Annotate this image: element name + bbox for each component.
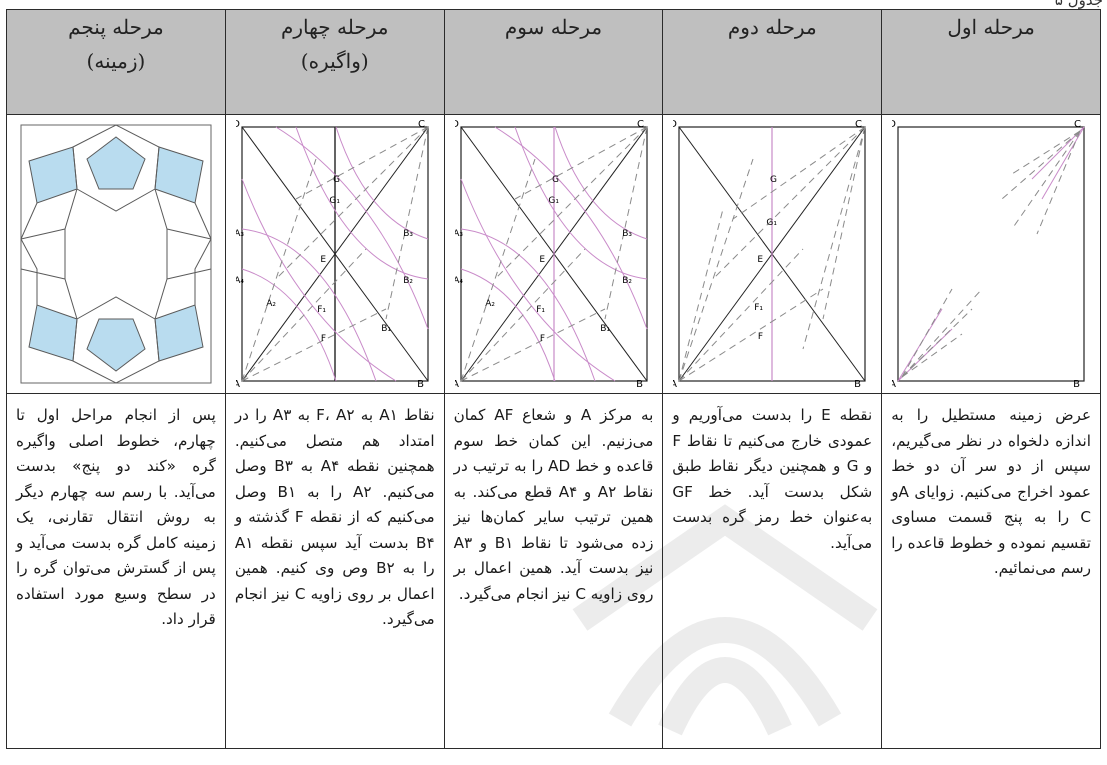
stage-2-label-D: D [673, 119, 677, 130]
stage-1-label-D: D [892, 119, 896, 130]
stage-3-label-F: F [539, 334, 544, 344]
header-stage-5-line-1: مرحله پنجم [68, 15, 164, 39]
figure-row: A B C D [6, 114, 1101, 394]
stage-3-label-C: C [637, 119, 644, 130]
header-stage-4-line-1: مرحله چهارم [280, 15, 389, 39]
stage-3-label-F1: F₁ [536, 305, 545, 315]
stage-3-label-A2: A₂ [485, 299, 495, 309]
stage-2-label-C: C [855, 119, 862, 130]
stage-4-figure: G G₁ E F₁ F A₂ A₃ A₄ B₁ B₂ B₃ A B C D [236, 119, 429, 389]
stage-1-label-B: B [1073, 379, 1080, 389]
stage-3-label-B2: B₂ [622, 276, 632, 286]
stage-3-label-D: D [455, 119, 459, 130]
stage-3-label-B1: B₁ [600, 324, 610, 334]
header-stage-1-line-1: مرحله اول [947, 15, 1035, 39]
stage-4-label-B3: B₃ [403, 229, 413, 239]
figure-cell-stage-5 [6, 114, 226, 394]
header-stage-5-line-2: (زمینه) [86, 49, 146, 73]
stage-3-label-G: G [552, 175, 559, 185]
stage-3-label-A3: A₃ [455, 229, 463, 239]
stage-4-label-A: A [236, 379, 240, 389]
stage-4-label-B2: B₂ [403, 276, 413, 286]
stage-4-label-G: G [333, 175, 340, 185]
stage-4-label-B: B [417, 379, 424, 389]
stage-2-figure: G G₁ E F₁ F A B C D [673, 119, 866, 389]
stage-4-label-G1: G₁ [329, 196, 340, 206]
description-stage-2: نقطه E را بدست می‌آوریم و عمودی خارج می‌… [662, 393, 883, 749]
stage-2-label-F: F [758, 332, 763, 342]
figure-cell-stage-4: G G₁ E F₁ F A₂ A₃ A₄ B₁ B₂ B₃ A B C D [224, 114, 445, 394]
stage-3-label-G1: G₁ [548, 196, 559, 206]
figure-cell-stage-1: A B C D [881, 114, 1101, 394]
stage-4-label-A3: A₃ [236, 229, 244, 239]
header-stage-4: مرحله چهارم (واگیره) [224, 9, 445, 115]
stage-2-label-B: B [854, 379, 861, 389]
description-stage-4: نقاط A۱ به F، A۲ به A۳ را در امتداد هم م… [224, 393, 445, 749]
stage-4-label-A4: A₄ [236, 276, 244, 286]
stage-4-label-F: F [321, 334, 326, 344]
header-stage-2-line-1: مرحله دوم [727, 15, 817, 39]
header-row: مرحله اول مرحله دوم مرحله سوم مرحله چهار… [6, 9, 1101, 115]
stage-4-label-D: D [236, 119, 240, 130]
stage-3-label-A: A [455, 379, 459, 389]
header-stage-3: مرحله سوم [443, 9, 664, 115]
description-row: عرض زمینه مستطیل را به اندازه دلخواه در … [6, 393, 1101, 749]
description-stage-5: پس از انجام مراحل اول تا چهارم، خطوط اصل… [6, 393, 226, 749]
header-stage-1: مرحله اول [881, 9, 1101, 115]
stage-1-label-A: A [892, 379, 896, 389]
figure-cell-stage-2: G G₁ E F₁ F A B C D [662, 114, 883, 394]
stage-3-figure: G G₁ E F₁ F A₂ A₃ A₄ B₁ B₂ B₃ A B C D [455, 119, 648, 389]
description-stage-3: به مرکز A و شعاع AF کمان می‌زنیم. این کم… [443, 393, 664, 749]
stage-5-tile-pattern [20, 124, 212, 384]
stage-4-label-B1: B₁ [381, 324, 391, 334]
construction-stages-table: مرحله اول مرحله دوم مرحله سوم مرحله چهار… [6, 9, 1101, 749]
stage-2-label-A: A [673, 379, 677, 389]
header-stage-3-line-1: مرحله سوم [504, 15, 603, 39]
stage-2-label-F1: F₁ [755, 303, 764, 313]
page-top-snippet: جدول ۵ [1054, 0, 1103, 9]
stage-2-label-G1: G₁ [767, 218, 778, 228]
stage-2-label-G: G [770, 175, 777, 185]
stage-4-label-F1: F₁ [317, 305, 326, 315]
stage-2-label-E: E [758, 255, 764, 265]
stage-1-figure: A B C D [892, 119, 1085, 389]
stage-4-label-E: E [320, 255, 326, 265]
stage-3-label-A4: A₄ [455, 276, 463, 286]
stage-4-label-C: C [418, 119, 425, 130]
stage-3-label-E: E [539, 255, 545, 265]
stage-1-label-C: C [1074, 119, 1081, 130]
stage-4-label-A2: A₂ [266, 299, 276, 309]
stage-3-label-B3: B₃ [622, 229, 632, 239]
header-stage-4-line-2: (واگیره) [300, 49, 369, 73]
header-stage-2: مرحله دوم [662, 9, 883, 115]
header-stage-5: مرحله پنجم (زمینه) [6, 9, 226, 115]
description-stage-1: عرض زمینه مستطیل را به اندازه دلخواه در … [881, 393, 1101, 749]
stage-3-label-B: B [636, 379, 643, 389]
figure-cell-stage-3: G G₁ E F₁ F A₂ A₃ A₄ B₁ B₂ B₃ A B C D [443, 114, 664, 394]
